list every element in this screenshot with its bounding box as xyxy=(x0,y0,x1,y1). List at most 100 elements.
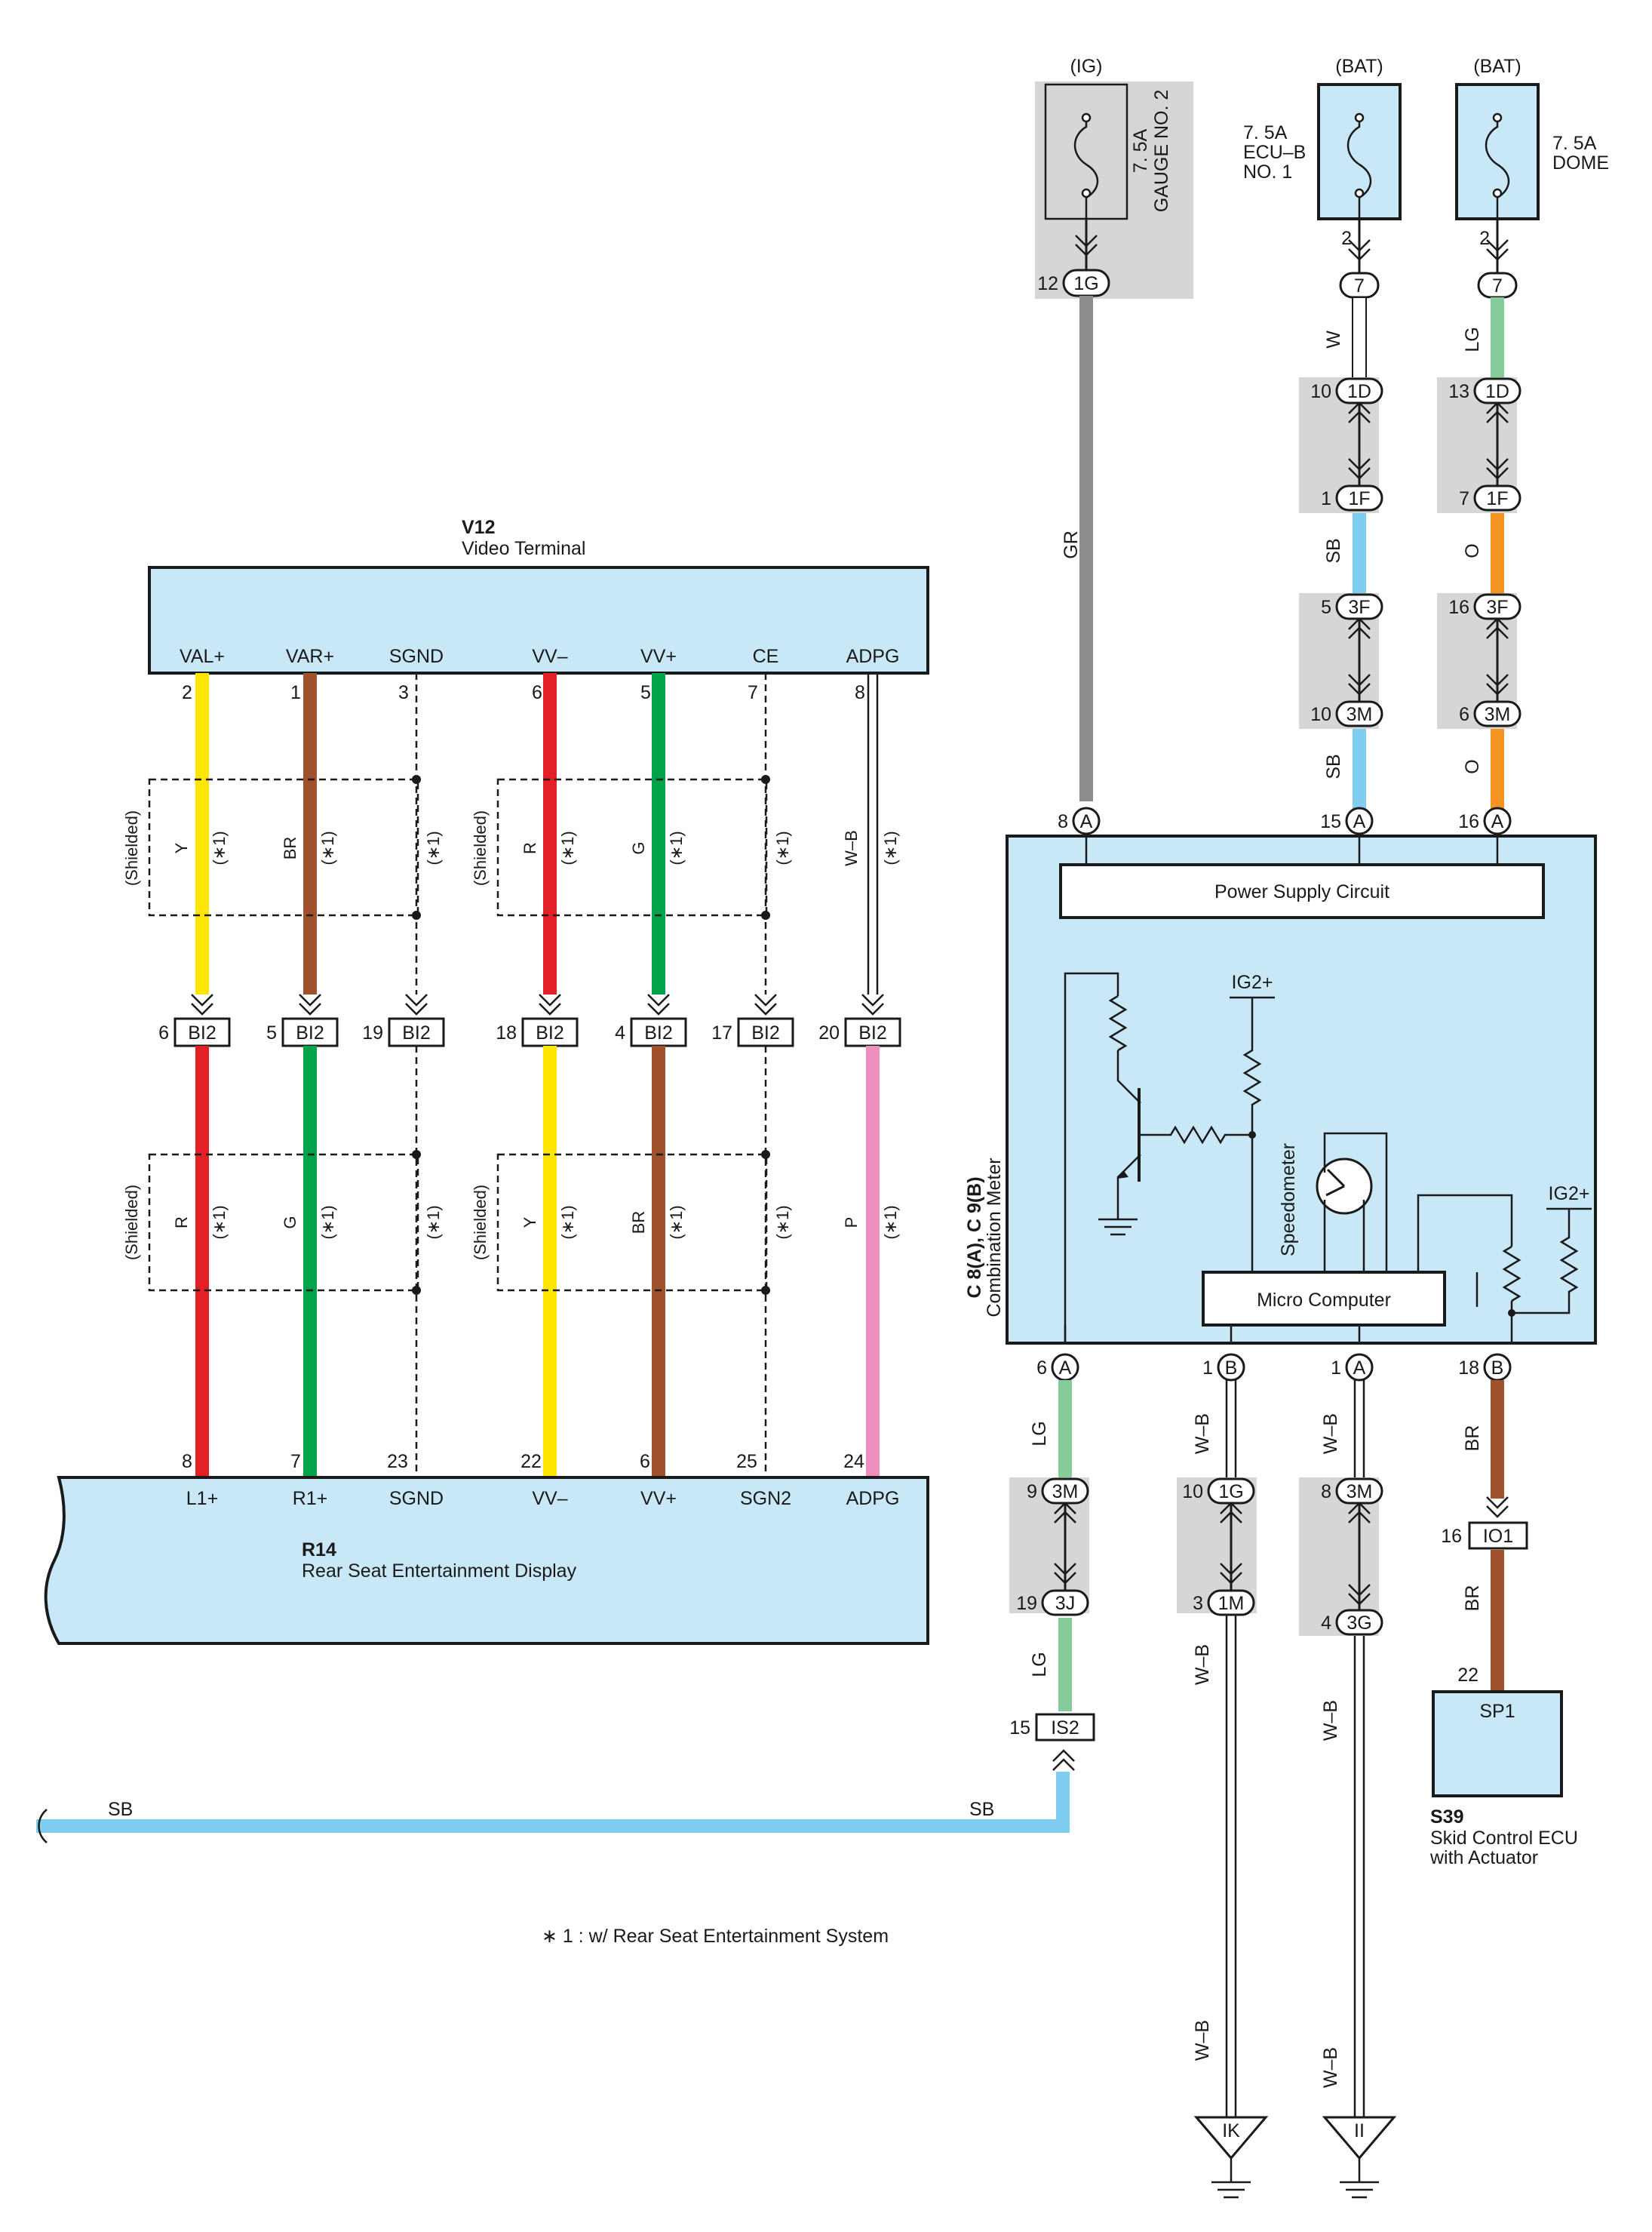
meter-internal-circuit: IG2+ Speedometer IG2+ Micro Computer xyxy=(1064,972,1592,1343)
lower-wires xyxy=(195,1046,880,1477)
pin-num: 15 xyxy=(1320,811,1341,832)
col2-wires: W SB SB xyxy=(1323,297,1367,809)
bi2-box xyxy=(388,1017,445,1047)
pin-num: 16 xyxy=(1458,811,1479,832)
bi2-pin: 18 xyxy=(496,1022,517,1044)
conn-label: 1G xyxy=(1073,273,1098,294)
wire-label-o: O xyxy=(1462,543,1483,558)
r14-terminal: SGND xyxy=(389,1488,444,1509)
shield-label: (Shielded) xyxy=(471,810,490,886)
conn-pin: 6 xyxy=(1459,704,1469,725)
pin-num: 1 xyxy=(1202,1357,1213,1379)
conn-label: 7 xyxy=(1492,275,1503,297)
pin-conn: A xyxy=(1353,1357,1366,1379)
shield-junction-dot xyxy=(412,1286,421,1295)
power-supply-circuit-box xyxy=(1059,863,1545,919)
conn-pin: 10 xyxy=(1310,381,1331,402)
shield-junction-dot xyxy=(412,1150,421,1159)
conn-label: 1M xyxy=(1218,1593,1245,1614)
col3-wires: LG O O xyxy=(1462,297,1504,809)
shield-label: (Shielded) xyxy=(122,1185,141,1260)
wire-label-wb: W–B xyxy=(1320,1413,1341,1454)
conn-pin: 9 xyxy=(1027,1481,1037,1502)
wb-wire-1: W–B W–B W–B 1G 1M 10 3 IK xyxy=(1177,1380,1269,2199)
wire-label-wb: W–B xyxy=(1192,1644,1213,1685)
io1-pin: 16 xyxy=(1441,1526,1462,1547)
conn-pin: 12 xyxy=(1037,273,1058,294)
micro-computer-label: Micro Computer xyxy=(1257,1290,1391,1311)
fuse-name: ECU–B xyxy=(1243,142,1306,163)
conn-label: 1F xyxy=(1348,488,1370,509)
wire-color-label: G xyxy=(629,841,648,854)
conn-pin: 13 xyxy=(1448,381,1469,402)
v12-terminal: VAL+ xyxy=(180,646,225,667)
ig2-label: IG2+ xyxy=(1232,972,1273,993)
pin-conn: A xyxy=(1059,1357,1072,1379)
note-label: (∗1) xyxy=(773,1205,792,1239)
wire-label-sb: SB xyxy=(1323,754,1344,779)
ig2-label: IG2+ xyxy=(1549,1183,1590,1204)
pin-num: 1 xyxy=(1331,1357,1341,1379)
r14-pin: 6 xyxy=(640,1451,650,1472)
note-label: (∗1) xyxy=(210,1205,229,1239)
wire-label-wb: W–B xyxy=(1192,2020,1213,2061)
conn-pin: 10 xyxy=(1182,1481,1203,1502)
note-label: (∗1) xyxy=(881,1205,900,1239)
conn-pin: 3 xyxy=(1193,1593,1203,1614)
bi2-label: BI2 xyxy=(296,1022,324,1044)
junction-col2: 1D 1F 3F 3M 10 1 5 10 xyxy=(1299,377,1383,729)
wire-label-wb: W–B xyxy=(1192,1413,1213,1454)
bi2-box xyxy=(844,1017,901,1047)
conn-pin: 19 xyxy=(1016,1593,1037,1614)
bi2-box xyxy=(630,1017,687,1047)
r14-display-box xyxy=(44,1476,929,1645)
shield-label: (Shielded) xyxy=(471,1185,490,1260)
note-label: (∗1) xyxy=(667,831,686,865)
note-label: (∗1) xyxy=(773,831,792,865)
shield-junction-dot xyxy=(761,775,770,784)
fuse-gauge-shade xyxy=(1035,81,1193,299)
conn-label: 3G xyxy=(1346,1613,1371,1634)
fuse-pin: 2 xyxy=(1479,228,1490,249)
conn-label: 3M xyxy=(1346,1481,1373,1502)
shield-box-upper-left xyxy=(148,778,419,917)
conn-label: 3M xyxy=(1485,704,1511,725)
is2-label: IS2 xyxy=(1051,1717,1079,1739)
note-label: (∗1) xyxy=(558,831,577,865)
shield-box-lower-left xyxy=(148,1153,419,1292)
v12-terminal: CE xyxy=(753,646,779,667)
fuse-supply: (IG) xyxy=(1070,56,1102,77)
r14-terminal: L1+ xyxy=(186,1488,218,1509)
wire-color-label: P xyxy=(842,1217,861,1228)
fuse-ecub-icon xyxy=(1346,113,1372,219)
wire-sb-bottom xyxy=(36,1772,1070,1833)
bi2-pin: 19 xyxy=(362,1022,383,1044)
fuse-dome-icon xyxy=(1485,113,1510,219)
is2-box xyxy=(1035,1713,1095,1742)
r14-code: R14 xyxy=(302,1539,336,1560)
v12-pin: 7 xyxy=(748,682,758,703)
shield-junction-dot xyxy=(412,775,421,784)
ground-label: II xyxy=(1354,2120,1365,2141)
bi2-label: BI2 xyxy=(751,1022,780,1044)
bi2-pin: 6 xyxy=(158,1022,169,1044)
wire-break-mark xyxy=(38,1809,48,1843)
fuse-rating: 7. 5A xyxy=(1130,128,1151,173)
wire-label-lg: LG xyxy=(1462,327,1483,352)
r14-terminal: VV+ xyxy=(640,1488,677,1509)
bi2-label: BI2 xyxy=(858,1022,887,1044)
wire-color-label: R xyxy=(172,1216,191,1228)
fuse-supply: (BAT) xyxy=(1335,56,1383,77)
fuse-name: GAUGE NO. 2 xyxy=(1151,90,1172,213)
conn-pin: 8 xyxy=(1321,1481,1331,1502)
v12-code: V12 xyxy=(462,517,495,538)
conn-pin: 1 xyxy=(1321,488,1331,509)
note-label: (∗1) xyxy=(424,831,443,865)
r14-pin-numbers: 8 7 23 22 6 25 24 xyxy=(182,1451,864,1472)
conn-label: 3F xyxy=(1348,597,1370,618)
fuse-pin: 2 xyxy=(1341,228,1352,249)
shield-label: (Shielded) xyxy=(122,810,141,886)
r14-pin: 25 xyxy=(736,1451,757,1472)
v12-terminal: SGND xyxy=(389,646,444,667)
bi2-pin: 4 xyxy=(615,1022,625,1044)
